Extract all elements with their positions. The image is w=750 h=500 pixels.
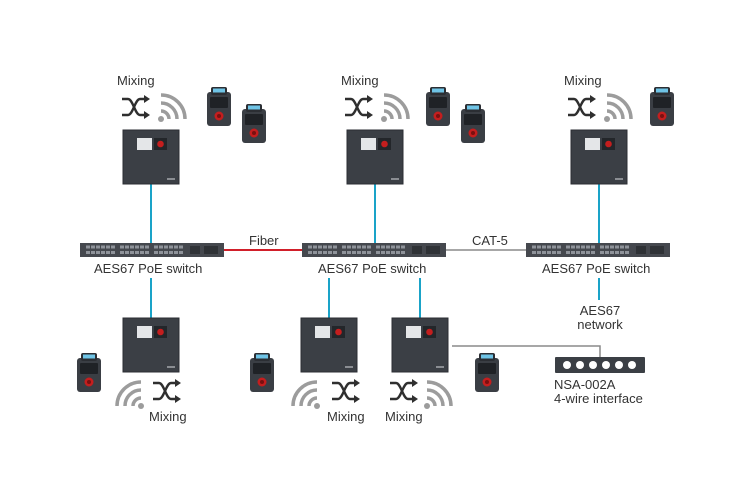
wifi-icon (422, 380, 453, 411)
base-station-icon (300, 317, 358, 373)
crossfade-icon (343, 93, 375, 121)
crossfade-icon (330, 377, 362, 405)
beltpack-icon (207, 87, 231, 126)
base-station-icon (391, 317, 449, 373)
beltpack-icon (461, 104, 485, 143)
crossfade-icon (388, 377, 420, 405)
switch-label: AES67 PoE switch (542, 261, 651, 276)
beltpack-icon (475, 353, 499, 392)
wifi-icon (602, 93, 633, 124)
switch-icon (80, 243, 224, 257)
nsa-desc-label: 4-wire interface (554, 391, 643, 406)
beltpack-icon (426, 87, 450, 126)
aes67-network-line1: AES67 (579, 303, 621, 318)
interface-link (452, 345, 601, 357)
mixing-label: Mixing (149, 409, 187, 424)
mixing-label: Mixing (564, 73, 602, 88)
nsa-interface-label: NSA-002A 4-wire interface (554, 378, 643, 406)
wifi-icon (115, 380, 146, 411)
base-station-icon (346, 129, 404, 185)
cat5-label: CAT-5 (472, 233, 508, 248)
switch-icon (526, 243, 670, 257)
fiber-label: Fiber (249, 233, 279, 248)
beltpack-icon (250, 353, 274, 392)
beltpack-icon (77, 353, 101, 392)
connections (150, 184, 601, 357)
interface-icon (555, 357, 645, 373)
beltpack-icon (650, 87, 674, 126)
crossfade-icon (566, 93, 598, 121)
aes67-network-label: AES67 network (570, 304, 630, 332)
mixing-label: Mixing (327, 409, 365, 424)
wifi-icon (291, 380, 322, 411)
aes67-network-line2: network (577, 317, 623, 332)
crossfade-icon (151, 377, 183, 405)
crossfade-icon (120, 93, 152, 121)
nsa-model-label: NSA-002A (554, 377, 616, 392)
base-station-icon (122, 317, 180, 373)
switch-label: AES67 PoE switch (318, 261, 427, 276)
mixing-label: Mixing (117, 73, 155, 88)
base-station-icon (570, 129, 628, 185)
wifi-icon (379, 93, 410, 124)
switch-icon (302, 243, 446, 257)
base-station-icon (122, 129, 180, 185)
mixing-label: Mixing (385, 409, 423, 424)
mixing-label: Mixing (341, 73, 379, 88)
wifi-icon (156, 93, 187, 124)
switch-label: AES67 PoE switch (94, 261, 203, 276)
beltpack-icon (242, 104, 266, 143)
